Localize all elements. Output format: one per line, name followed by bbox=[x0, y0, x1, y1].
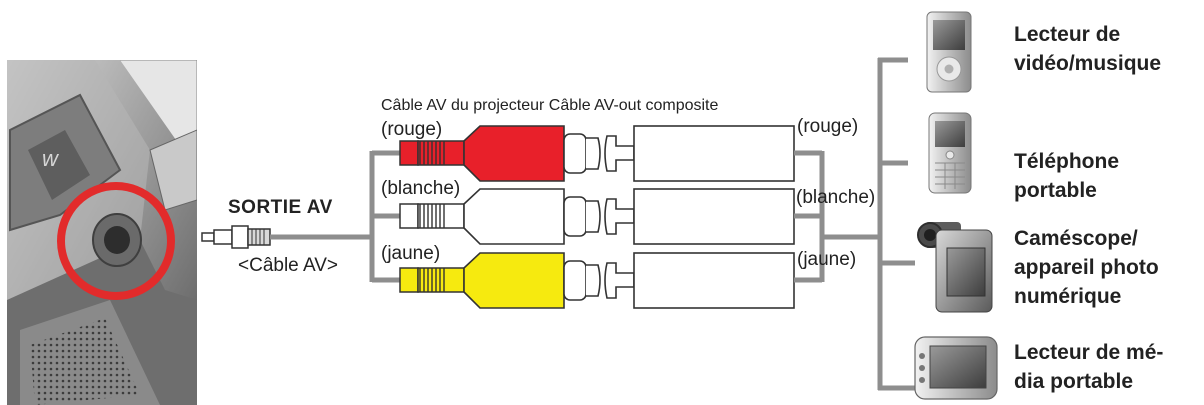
device-label-mobile-phone: Téléphone portable bbox=[1014, 147, 1119, 205]
right-cable-tree bbox=[794, 57, 915, 391]
rca-jack-right-3 bbox=[604, 252, 795, 309]
rca-plug-white bbox=[399, 188, 601, 245]
left-color-label-white: (blanche) bbox=[381, 178, 461, 199]
right-color-label-red: (rouge) bbox=[797, 116, 859, 137]
left-cable-bundle bbox=[369, 150, 400, 283]
av-mini-plug bbox=[201, 225, 372, 249]
device-label-line: numérique bbox=[1014, 285, 1122, 308]
rca-jack-right-2 bbox=[604, 188, 795, 245]
device-label-line: Lecteur de mé- bbox=[1014, 341, 1164, 364]
left-color-label-red: (rouge) bbox=[381, 119, 443, 140]
device-label-line: Téléphone bbox=[1014, 150, 1120, 173]
projector-device-image: w bbox=[7, 60, 197, 405]
mobile-phone-icon bbox=[928, 112, 972, 194]
device-label-media-player: Lecteur de vidéo/musique bbox=[1014, 20, 1161, 78]
media-player-icon bbox=[926, 11, 972, 93]
right-color-label-yellow: (jaune) bbox=[797, 249, 857, 270]
device-label-camcorder: Caméscope/ appareil photo numérique bbox=[1014, 224, 1159, 311]
camcorder-icon bbox=[917, 222, 993, 313]
svg-text:w: w bbox=[42, 146, 60, 171]
device-label-line: Caméscope/ bbox=[1014, 227, 1138, 250]
right-color-label-white: (blanche) bbox=[796, 187, 876, 208]
left-color-label-yellow: (jaune) bbox=[381, 243, 441, 264]
rca-jack-right-1 bbox=[604, 125, 795, 182]
device-label-line: dia portable bbox=[1014, 370, 1134, 393]
rca-plug-red bbox=[399, 125, 601, 182]
device-label-line: Lecteur de bbox=[1014, 23, 1121, 46]
cable-label: <Câble AV> bbox=[238, 255, 339, 276]
device-label-line: portable bbox=[1014, 179, 1097, 202]
portable-media-player-icon bbox=[914, 336, 998, 400]
device-label-line: vidéo/musique bbox=[1014, 52, 1162, 75]
rca-plug-yellow bbox=[399, 252, 601, 309]
device-label-line: appareil photo bbox=[1014, 256, 1159, 279]
port-label: SORTIE AV bbox=[228, 197, 333, 218]
device-label-portable-media-player: Lecteur de mé- dia portable bbox=[1014, 338, 1163, 396]
cable-caption: Câble AV du projecteur Câble AV-out comp… bbox=[381, 97, 719, 114]
